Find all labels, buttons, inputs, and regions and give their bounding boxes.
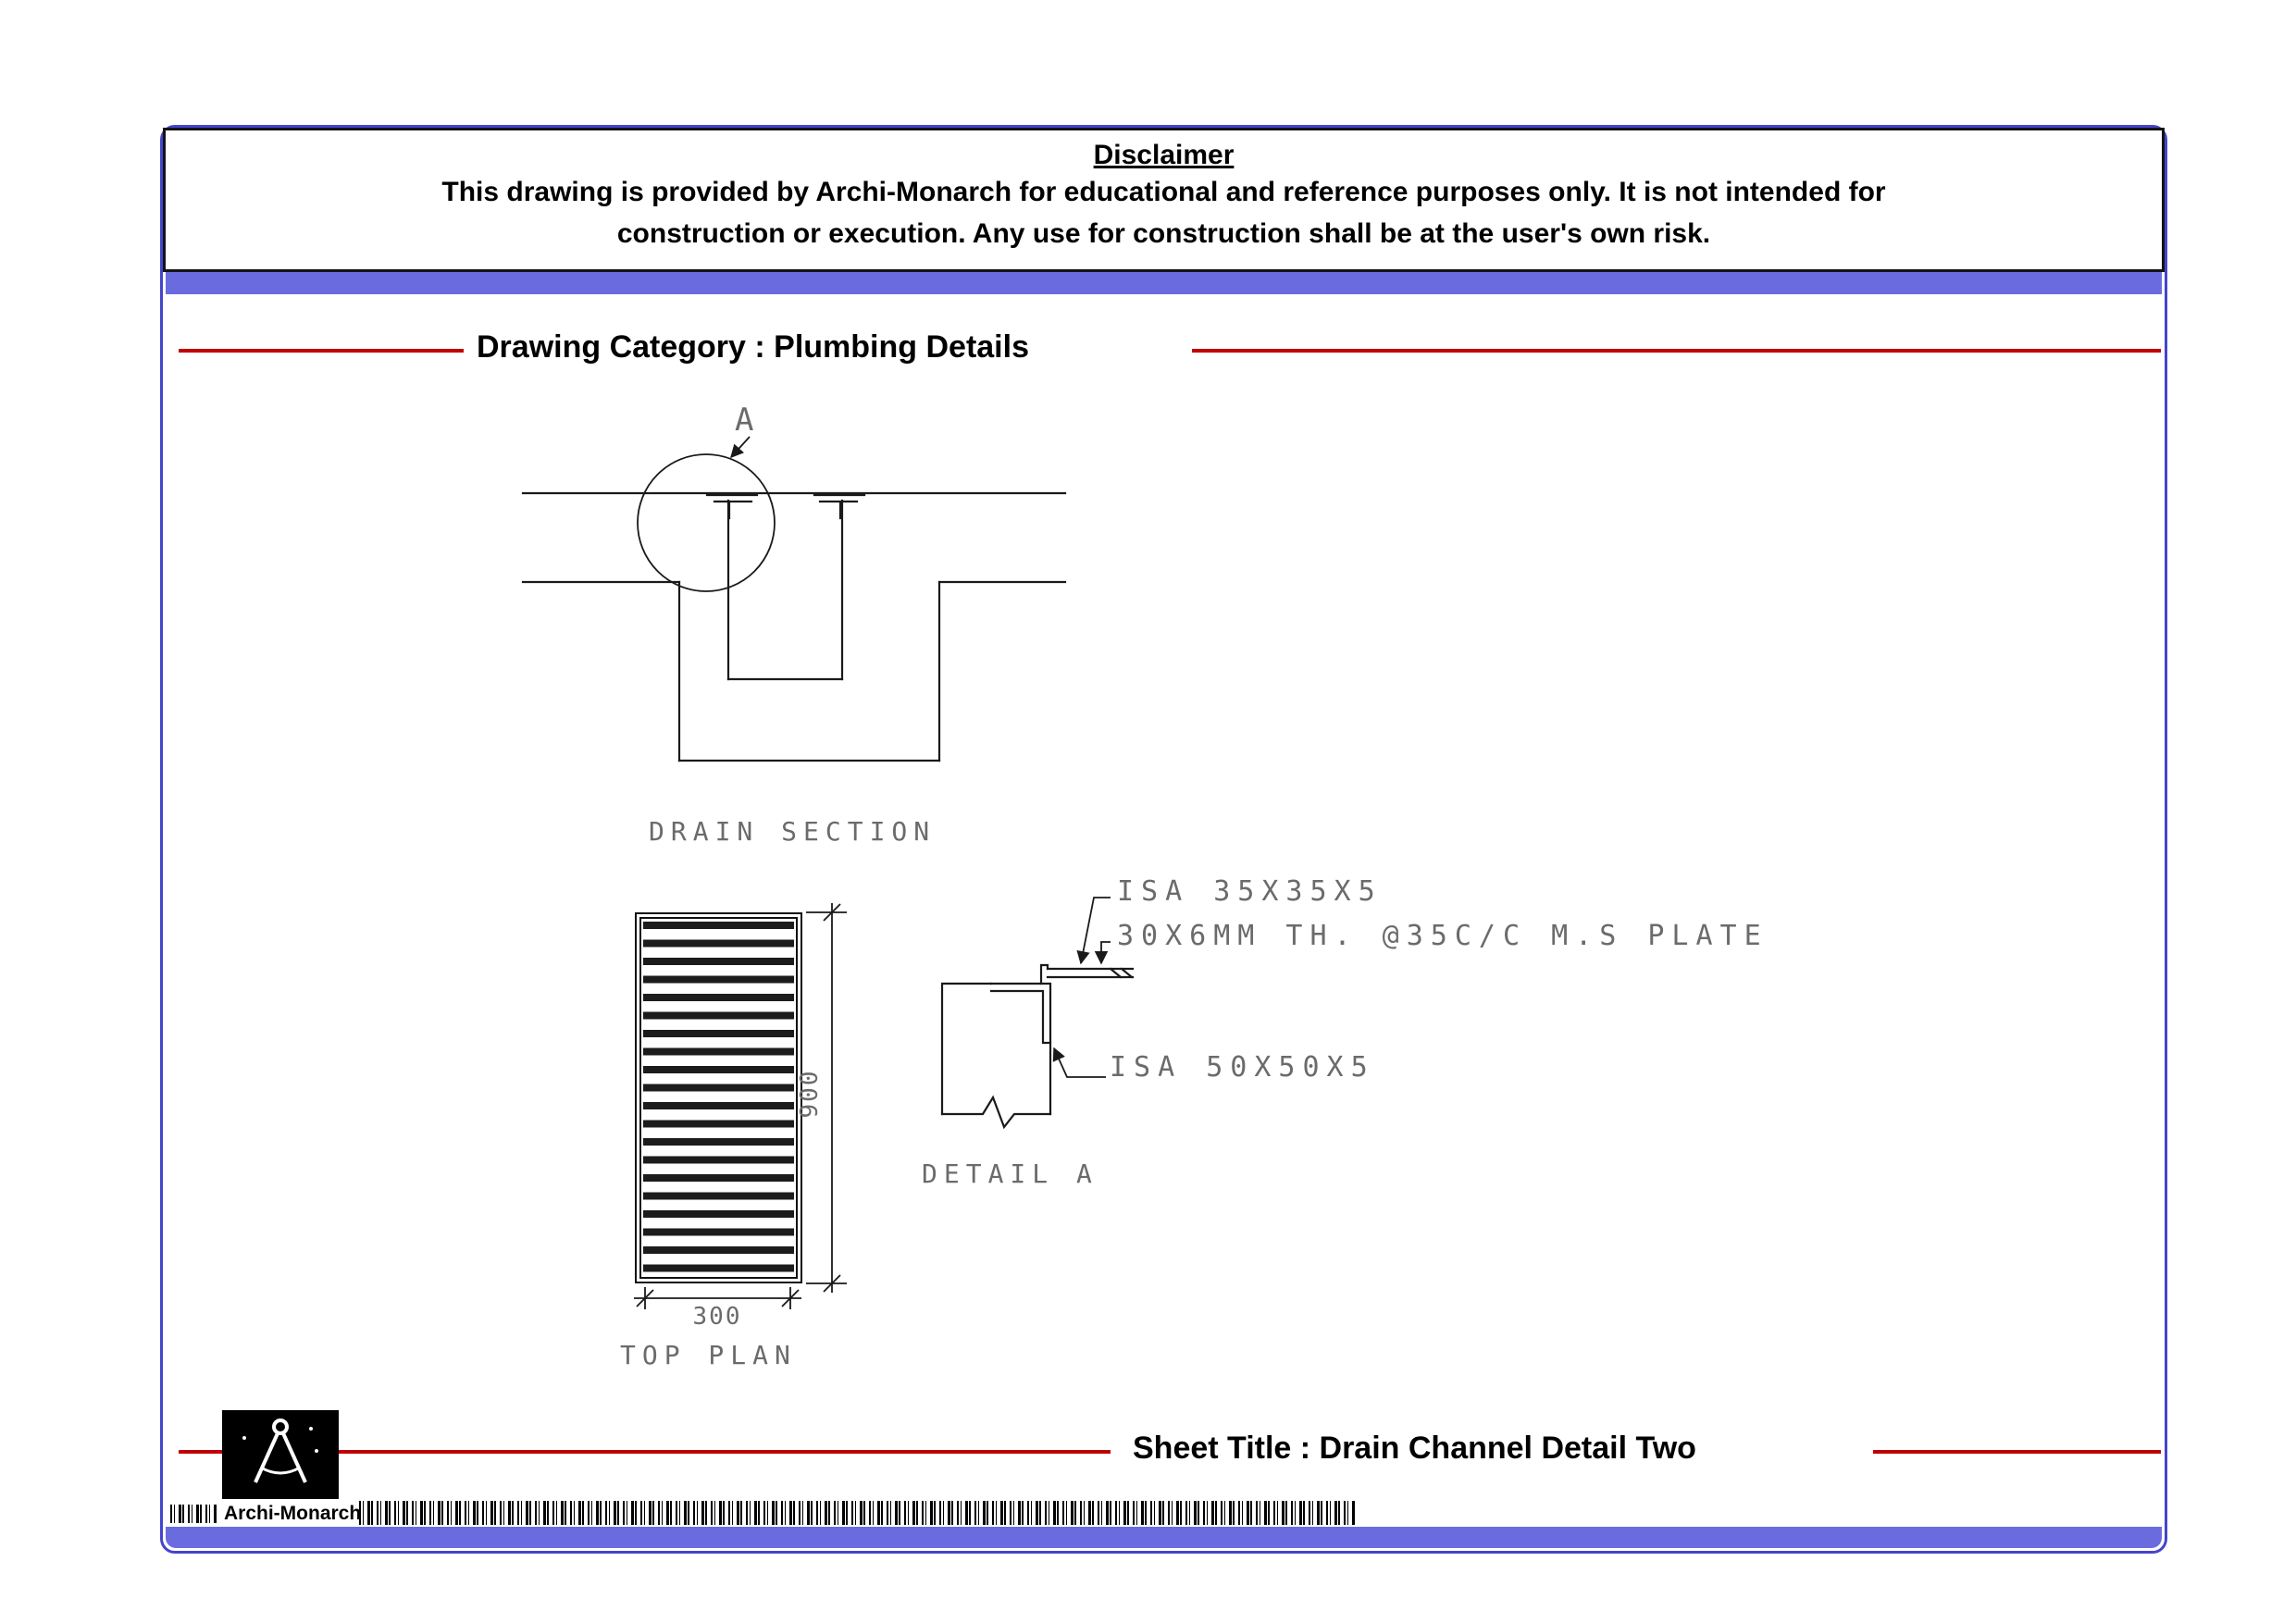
detail-a-linework [940,963,1135,1130]
top-plan-label: TOP PLAN [620,1340,797,1370]
section-callout-label: A [735,402,754,439]
sheet-title: Sheet Title : Drain Channel Detail Two [1133,1431,1696,1466]
barcode-strip [359,1501,1356,1525]
annotation-ms-plate: 30X6MM TH. @35C/C M.S PLATE [1117,920,1769,952]
detail-a-label: DETAIL A [922,1158,1098,1189]
archi-monarch-logo [222,1410,339,1499]
detail-callout-circle [637,436,776,592]
category-rule-left [179,349,464,353]
top-plan-outer-frame [635,912,802,1283]
detail-a-leaders [1052,897,1111,1078]
disclaimer-line-2: construction or execution. Any use for c… [616,218,1711,249]
top-plan-inner-frame [639,917,798,1279]
title-rule-left [179,1450,1111,1454]
title-rule-right [1873,1450,2161,1454]
brand-name: Archi-Monarch [224,1503,362,1524]
cad-linework [521,436,1135,1309]
dimension-900: 900 [796,1069,824,1119]
accent-bar-bottom [166,1527,2162,1548]
drain-section-label: DRAIN SECTION [649,816,937,847]
drawing-category-title: Drawing Category : Plumbing Details [477,329,1029,365]
disclaimer-title: Disclaimer [1093,140,1235,170]
annotation-isa-50: ISA 50X50X5 [1110,1051,1375,1084]
top-plan-grate-bars [643,922,794,1273]
category-rule-right [1192,349,2161,353]
disclaimer-box: Disclaimer This drawing is provided by A… [163,128,2165,272]
barcode-left [170,1505,217,1523]
compass-icon [242,1419,318,1483]
drawing-sheet: Disclaimer This drawing is provided by A… [160,125,2167,1554]
drain-section-linework [521,491,1067,762]
annotation-isa-35: ISA 35X35X5 [1117,875,1383,908]
accent-bar-top [166,272,2162,294]
disclaimer-line-1: This drawing is provided by Archi-Monarc… [441,177,1886,207]
dimension-300: 300 [692,1303,742,1331]
